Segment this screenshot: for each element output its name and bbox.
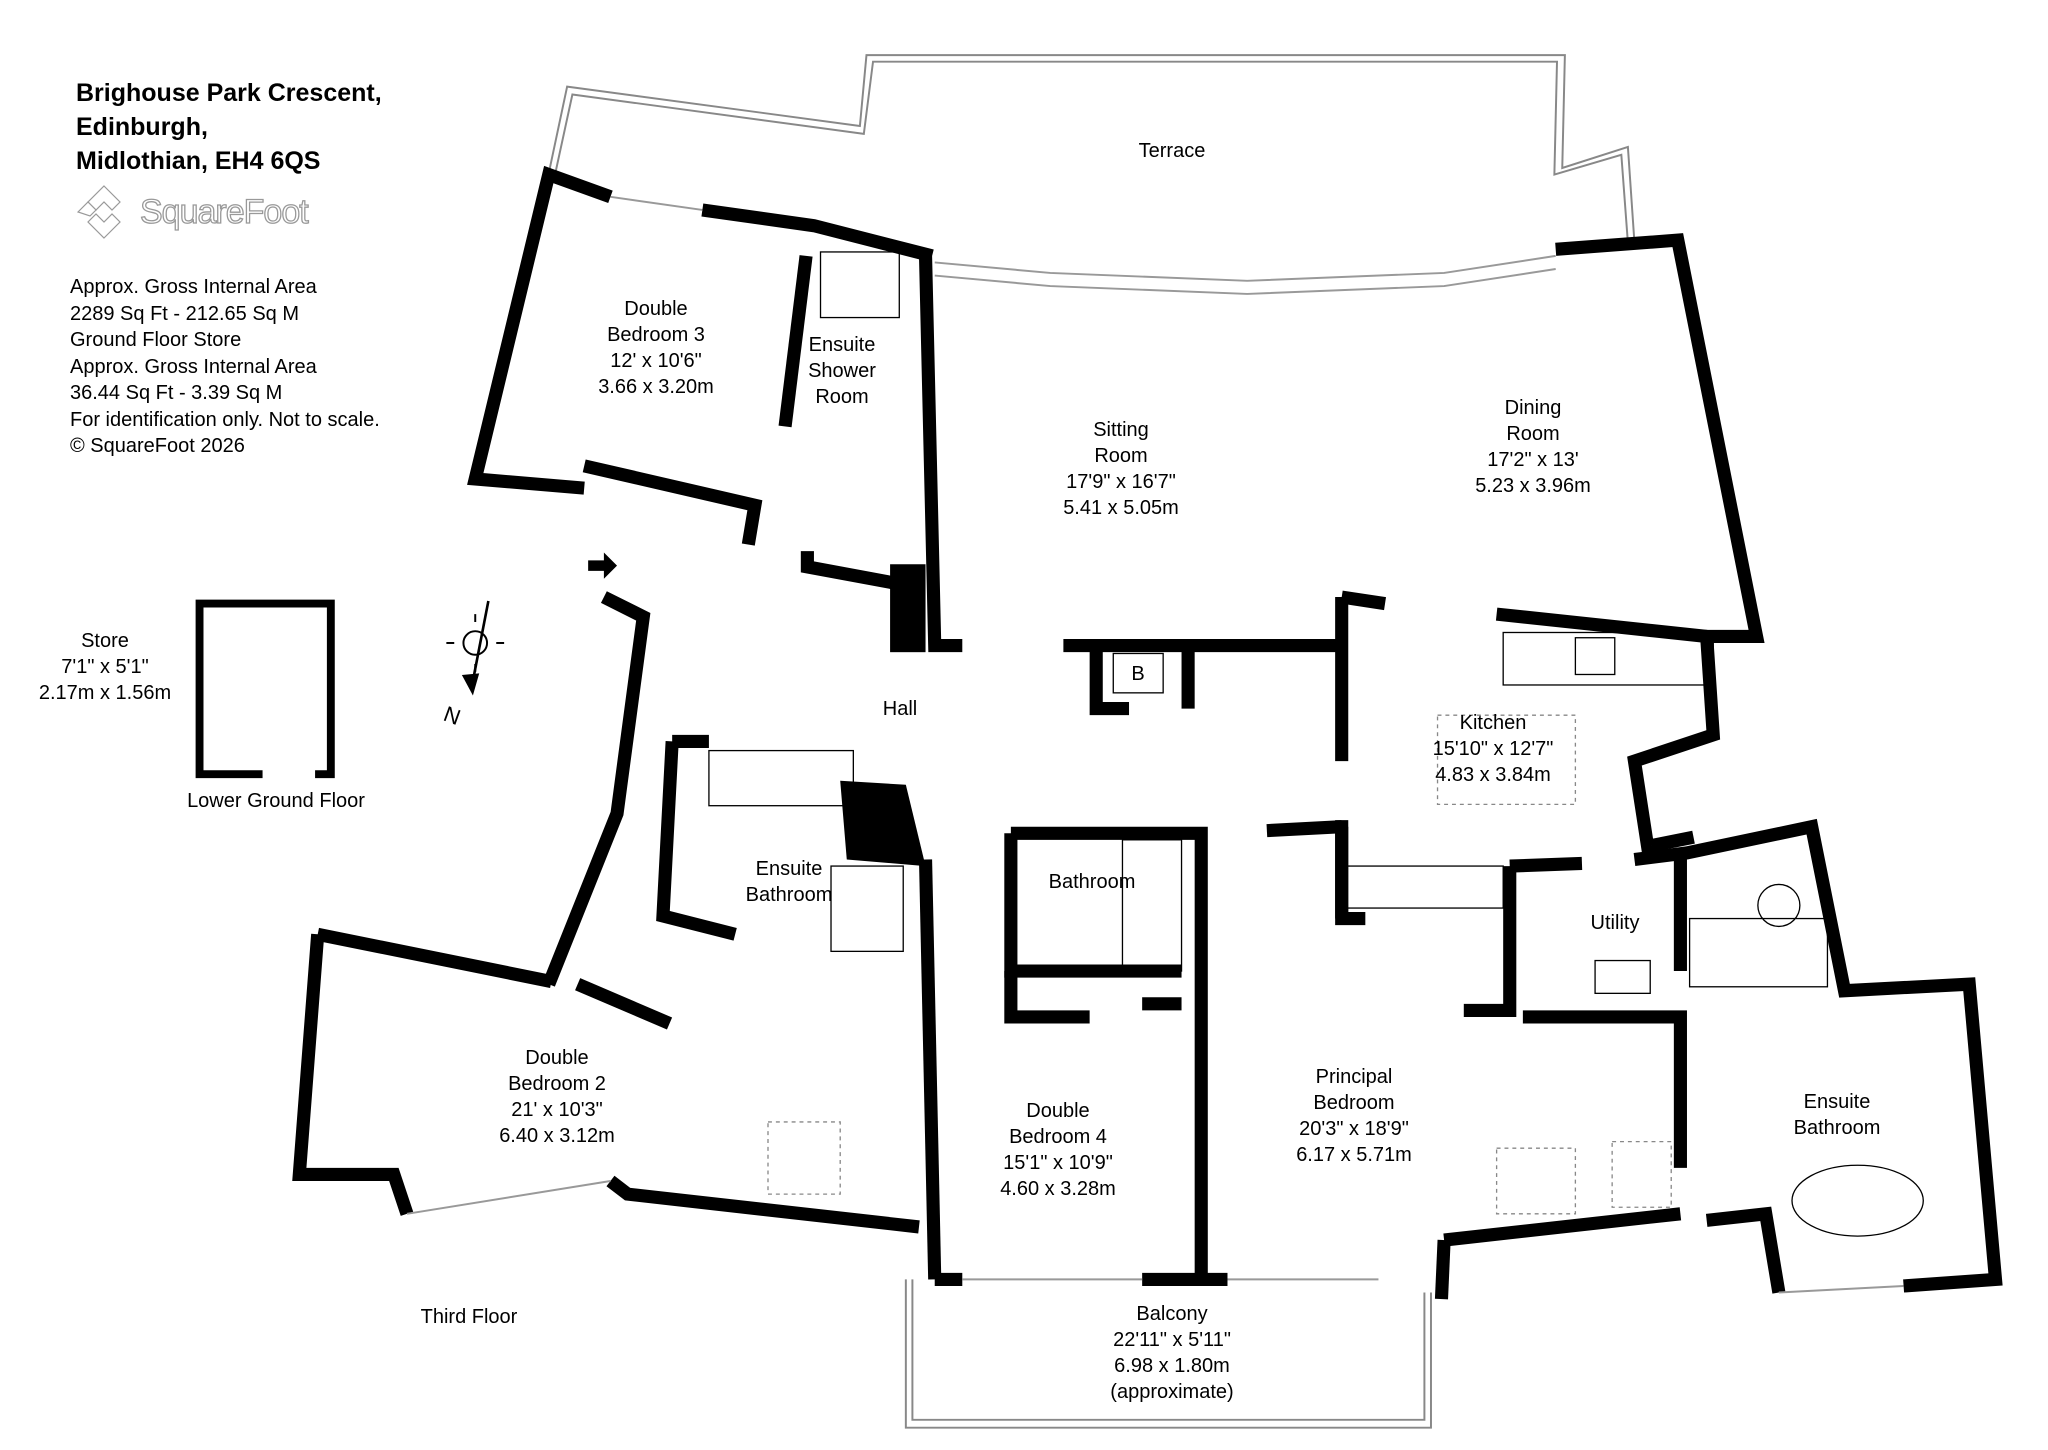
room-hall: Hall xyxy=(883,696,917,722)
room-size-imperial: 22'11" x 5'11" xyxy=(1113,1329,1231,1351)
room-boiler: B xyxy=(1131,661,1144,687)
room-size-metric: 4.83 x 3.84m xyxy=(1435,764,1551,786)
room-name: Bathroom xyxy=(1793,1117,1881,1139)
room-name: Double xyxy=(624,298,688,320)
floor-label-lower: Lower Ground Floor xyxy=(187,788,365,814)
room-size-metric: 4.60 x 3.28m xyxy=(1000,1178,1116,1200)
room-size-imperial: 7'1" x 5'1" xyxy=(61,656,149,678)
logo-text: SquareFoot xyxy=(139,192,309,231)
room-size-imperial: 17'9" x 16'7" xyxy=(1066,471,1176,493)
room-name: Dining xyxy=(1504,397,1562,419)
squarefoot-logo: SquareFoot xyxy=(76,184,309,240)
room-size-imperial: 21' x 10'3" xyxy=(511,1099,603,1121)
entrance-arrow-icon xyxy=(588,552,618,579)
room-note: (approximate) xyxy=(1110,1381,1234,1403)
room-name: Bedroom 3 xyxy=(607,324,705,346)
room-size-metric: 6.17 x 5.71m xyxy=(1296,1144,1412,1166)
info-line: 36.44 Sq Ft - 3.39 Sq M xyxy=(70,382,283,404)
room-name: B xyxy=(1131,663,1145,685)
skylights xyxy=(767,714,1672,1215)
room-size-imperial: 17'2" x 13' xyxy=(1487,449,1579,471)
room-name: Bathroom xyxy=(1048,871,1136,893)
room-name: Bedroom 4 xyxy=(1009,1126,1107,1148)
room-name: Shower xyxy=(808,360,876,382)
room-name: Utility xyxy=(1590,912,1640,934)
room-name: Room xyxy=(815,386,869,408)
floor-label-third: Third Floor xyxy=(421,1304,518,1330)
fixtures xyxy=(708,251,1924,1237)
room-name: Terrace xyxy=(1138,140,1206,162)
walls xyxy=(292,165,2003,1300)
room-name: Balcony xyxy=(1136,1303,1208,1325)
sun-compass-icon xyxy=(446,600,505,696)
wall-block xyxy=(890,564,926,653)
info-line: © SquareFoot 2026 xyxy=(70,435,245,457)
room-size-imperial: 20'3" x 18'9" xyxy=(1299,1118,1409,1140)
room-name: Bedroom xyxy=(1313,1092,1395,1114)
area-info: Approx. Gross Internal Area 2289 Sq Ft -… xyxy=(70,274,380,460)
floor-name: Lower Ground Floor xyxy=(187,790,365,812)
room-name: Room xyxy=(1506,423,1560,445)
room-name: Hall xyxy=(882,698,918,720)
room-name: Ensuite xyxy=(808,334,876,356)
room-bathroom: Bathroom xyxy=(1049,869,1136,895)
room-terrace: Terrace xyxy=(1139,138,1206,164)
room-utility: Utility xyxy=(1591,910,1640,936)
room-name: Room xyxy=(1094,445,1148,467)
info-line: Ground Floor Store xyxy=(70,329,242,351)
room-size-metric: 6.98 x 1.80m xyxy=(1114,1355,1230,1377)
room-name: Bathroom xyxy=(745,884,833,906)
address-line: Brighouse Park Crescent, xyxy=(76,79,382,107)
room-name: Double xyxy=(1026,1100,1090,1122)
room-name: Kitchen xyxy=(1459,712,1527,734)
room-size-metric: 5.23 x 3.96m xyxy=(1475,475,1591,497)
address-line: Edinburgh, xyxy=(76,113,208,141)
balcony-outline xyxy=(904,1279,1432,1429)
address-line: Midlothian, EH4 6QS xyxy=(76,147,321,175)
floor-name: Third Floor xyxy=(420,1306,518,1328)
store-walls xyxy=(195,599,335,779)
property-address: Brighouse Park Crescent, Edinburgh, Midl… xyxy=(76,76,382,178)
info-line: Approx. Gross Internal Area xyxy=(70,276,317,298)
room-name: Ensuite xyxy=(755,858,823,880)
info-line: 2289 Sq Ft - 212.65 Sq M xyxy=(70,302,300,325)
room-size-metric: 6.40 x 3.12m xyxy=(499,1125,615,1147)
room-name: Double xyxy=(525,1047,589,1069)
room-balcony: Balcony 22'11" x 5'11" 6.98 x 1.80m (approx… xyxy=(1110,1301,1233,1405)
room-store: Store 7'1" x 5'1" 2.17m x 1.56m xyxy=(39,628,171,706)
room-size-metric: 3.66 x 3.20m xyxy=(598,376,714,398)
room-name: Sitting xyxy=(1093,419,1149,441)
room-size-metric: 2.17m x 1.56m xyxy=(38,682,172,704)
room-name: Principal xyxy=(1315,1066,1393,1088)
room-size-metric: 5.41 x 5.05m xyxy=(1063,497,1179,519)
room-name: Bedroom 2 xyxy=(508,1073,606,1095)
room-size-imperial: 15'1" x 10'9" xyxy=(1003,1152,1113,1174)
room-name: Ensuite xyxy=(1803,1091,1871,1113)
info-line: For identification only. Not to scale. xyxy=(70,408,380,431)
logo-icon xyxy=(76,185,121,239)
room-size-imperial: 12' x 10'6" xyxy=(610,350,702,372)
duct-block xyxy=(840,780,926,867)
terrace-outline xyxy=(547,54,1636,243)
room-size-imperial: 15'10" x 12'7" xyxy=(1432,738,1554,760)
windows xyxy=(406,195,1904,1294)
info-line: Approx. Gross Internal Area xyxy=(70,355,317,378)
room-kitchen: Kitchen 15'10" x 12'7" 4.83 x 3.84m xyxy=(1433,710,1554,788)
room-name: Store xyxy=(81,630,129,652)
